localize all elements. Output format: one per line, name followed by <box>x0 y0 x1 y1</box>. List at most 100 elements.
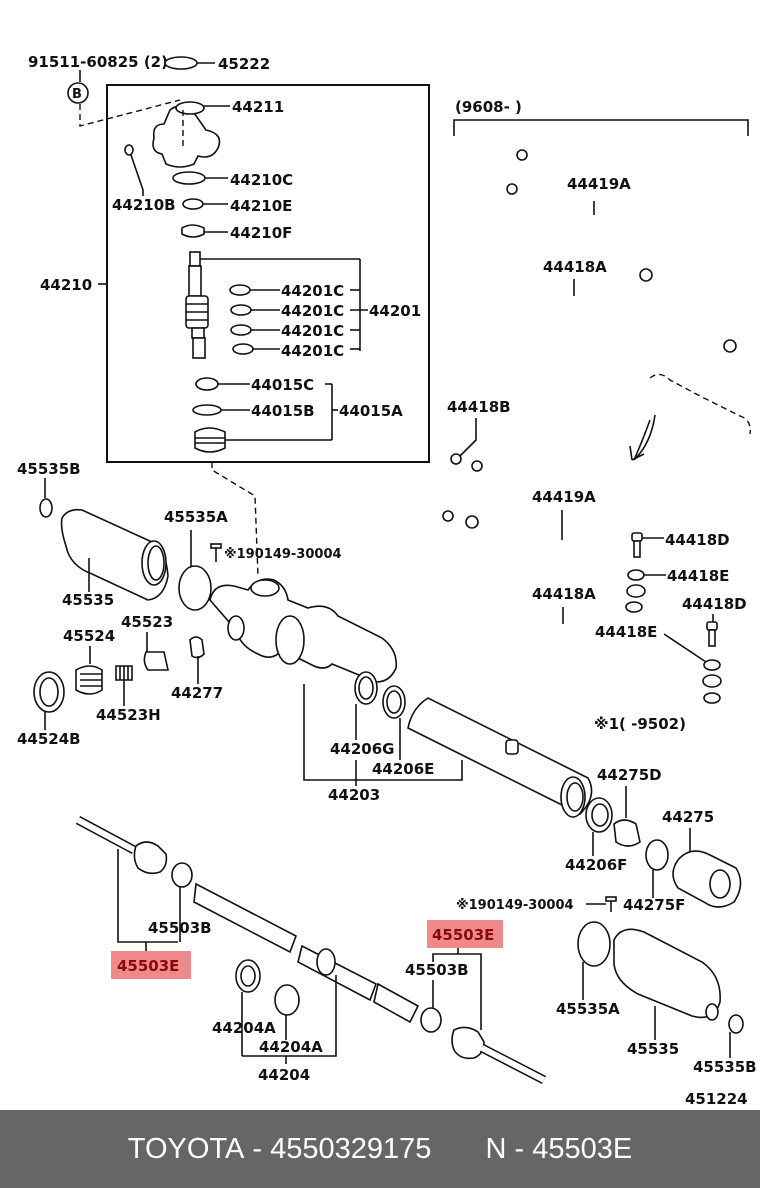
part-44275f-oring <box>645 839 669 871</box>
part-44418e-washer-1 <box>627 569 645 581</box>
screw-icon <box>210 543 222 549</box>
part-44204a-oring <box>274 984 300 1016</box>
label-45535a-right: 45535A <box>556 1000 620 1018</box>
part-rack-bar <box>193 882 297 954</box>
label-44201: 44201 <box>369 302 421 320</box>
label-44418e-2: 44418E <box>595 623 657 641</box>
label-44419a: 44419A <box>532 488 596 506</box>
label-45535b-right: 45535B <box>693 1058 757 1076</box>
date-range-bracket <box>453 119 749 136</box>
label-44210b: 44210B <box>112 196 176 214</box>
label-44210: 44210 <box>40 276 92 294</box>
label-44277: 44277 <box>171 684 223 702</box>
label-44275f: 44275F <box>623 896 685 914</box>
part-44015a-plug <box>194 427 226 453</box>
parts-diagram: 91511-60825 (2) B 45222 44210 44211 4421… <box>17 53 757 1108</box>
label-44203: 44203 <box>328 786 380 804</box>
label-bolt-ref: 91511-60825 (2) <box>28 53 168 71</box>
label-44015a: 44015A <box>339 402 403 420</box>
footer-dash-1: - <box>252 1132 263 1165</box>
part-44275d-bushing <box>613 819 641 847</box>
part-44418e-washer-2 <box>703 659 721 671</box>
label-44015b: 44015B <box>251 402 315 420</box>
valve-assembly-box <box>106 84 430 463</box>
label-date-range-note: ※1( -9502) <box>594 715 686 733</box>
label-44418e-1: 44418E <box>667 567 729 585</box>
label-44204: 44204 <box>258 1066 310 1084</box>
screw-icon-2 <box>605 896 617 902</box>
label-44210f: 44210F <box>230 224 292 242</box>
label-45222: 45222 <box>218 55 270 73</box>
label-45503b-left: 45503B <box>148 919 212 937</box>
label-44418a: 44418A <box>532 585 596 603</box>
label-45523: 45523 <box>121 613 173 631</box>
part-44201c-seal-4 <box>232 343 254 355</box>
part-44210b <box>124 144 134 156</box>
part-cylinder-tube <box>407 697 593 815</box>
label-44206e: 44206E <box>372 760 434 778</box>
label-44210c: 44210C <box>230 171 293 189</box>
part-45222-cap <box>164 56 198 70</box>
view-arrow-icon <box>629 414 656 461</box>
label-45535-right: 45535 <box>627 1040 679 1058</box>
part-tie-rod-right-ball <box>451 1026 485 1060</box>
part-44418d-bolt-1 <box>631 532 643 542</box>
footer-brand: TOYOTA <box>127 1132 245 1165</box>
label-44418d-1: 44418D <box>665 531 730 549</box>
part-tie-rod-right-shaft <box>480 1045 546 1083</box>
footer-prefix-n: N <box>485 1132 507 1165</box>
label-45524: 45524 <box>63 627 115 645</box>
label-date-range-top: (9608- ) <box>455 98 522 116</box>
label-44524b: 44524B <box>17 730 81 748</box>
part-44210e <box>182 198 204 210</box>
part-44277 <box>189 636 205 659</box>
part-45535a-clamp-right <box>577 921 611 967</box>
part-tie-rod-left-shaft <box>76 817 136 853</box>
part-44418b <box>450 453 462 465</box>
part-tie-rod-left-ball <box>133 841 168 875</box>
label-44204a-1: 44204A <box>212 1019 276 1037</box>
label-44201c-3: 44201C <box>281 322 344 340</box>
part-44210c-oring <box>172 171 206 185</box>
label-44523h: 44523H <box>96 706 161 724</box>
part-44201c-seal-3 <box>230 324 252 336</box>
part-pinion-gear <box>192 337 206 359</box>
label-44201c-2: 44201C <box>281 302 344 320</box>
part-45503b-washer-left <box>171 862 193 888</box>
label-44015c: 44015C <box>251 376 314 394</box>
label-45503e-right[interactable]: 45503E <box>432 926 494 944</box>
label-44275: 44275 <box>662 808 714 826</box>
label-44201c-1: 44201C <box>281 282 344 300</box>
diagram-reference-number: 451224 <box>685 1090 748 1108</box>
part-45535b-clamp-left <box>39 498 53 518</box>
label-44418d-2: 44418D <box>682 595 747 613</box>
part-45535-boot-right <box>613 928 721 1019</box>
part-44418d-bolt-2 <box>706 621 718 631</box>
label-44211: 44211 <box>232 98 284 116</box>
label-45535-left: 45535 <box>62 591 114 609</box>
footer-dash-2: - <box>514 1132 525 1165</box>
label-mark-b: B <box>72 87 82 102</box>
part-45523-rack-guide <box>143 651 169 671</box>
footer-part-number: 4550329175 <box>270 1132 432 1165</box>
part-pinion-shaft-tip <box>189 251 201 267</box>
label-45503e-left[interactable]: 45503E <box>117 957 179 975</box>
label-44204a-2: 44204A <box>259 1038 323 1056</box>
label-45503b-right: 45503B <box>405 961 469 979</box>
label-44275d: 44275D <box>597 766 662 784</box>
label-screw-ref-1: ※190149-30004 <box>224 547 342 562</box>
part-44015b-oring <box>192 404 222 416</box>
label-44206f: 44206F <box>565 856 627 874</box>
part-44201c-seal-2 <box>230 304 252 316</box>
part-44015c <box>195 377 219 391</box>
label-44206g: 44206G <box>330 740 395 758</box>
label-45535b-left: 45535B <box>17 460 81 478</box>
label-44210e: 44210E <box>230 197 292 215</box>
part-info-footer: TOYOTA - 4550329175 N - 45503E <box>0 1110 760 1188</box>
footer-position-code: 45503E <box>532 1132 633 1165</box>
callout-b-circle <box>67 82 89 104</box>
part-45535a-clamp-left <box>178 565 212 611</box>
part-44419a-pipe <box>477 465 625 583</box>
part-44211-valve-housing <box>152 105 221 168</box>
label-44419a-top: 44419A <box>567 175 631 193</box>
